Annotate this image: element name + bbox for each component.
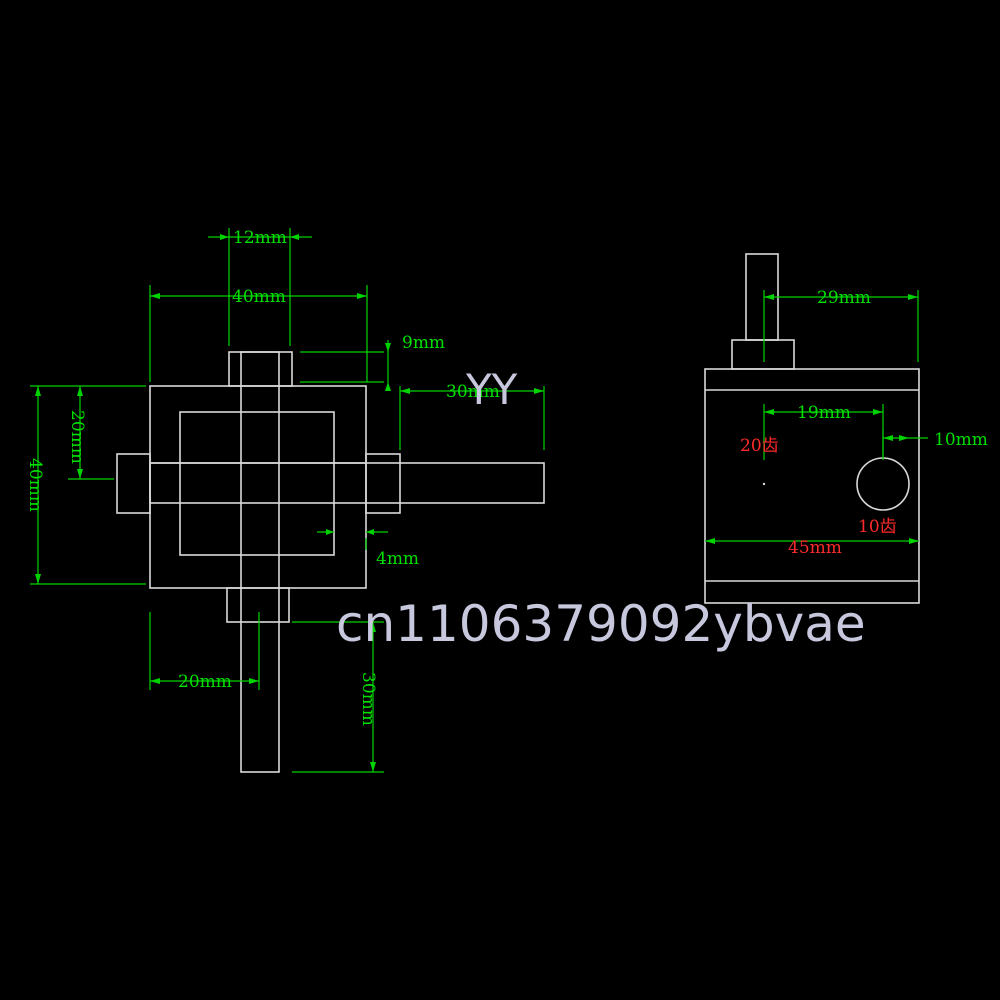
dim-left-offset: 20mm <box>67 410 87 464</box>
right-boss <box>365 453 401 514</box>
dim-body-width: 40mm <box>232 287 286 307</box>
inner-cavity <box>179 411 335 556</box>
watermark-large: cn1106379092ybvae <box>336 595 866 653</box>
dim-wall: 4mm <box>376 549 419 569</box>
left-boss <box>116 453 151 514</box>
dim-top-shaft-width: 12mm <box>233 228 287 248</box>
dim-bottom-offset: 20mm <box>178 672 232 692</box>
dim-body-height: 40mm <box>25 458 45 512</box>
gear-small-label: 10齿 <box>858 517 897 537</box>
side-view <box>704 253 920 604</box>
dim-gear-spacing: 19mm <box>797 403 851 423</box>
front-view <box>116 351 545 773</box>
front-dimensions: 12mm 40mm 9mm 30mm 20mm 4 <box>25 228 545 773</box>
dim-shaft-offset: 29mm <box>817 288 871 308</box>
horizontal-shaft <box>149 462 545 504</box>
small-gear-circle <box>856 457 910 511</box>
side-top-boss <box>731 339 795 370</box>
dim-bottom-shaft-length: 30mm <box>358 672 378 726</box>
dim-gear-radius: 10mm <box>934 430 988 450</box>
top-boss <box>228 351 293 387</box>
dim-top-boss-height: 9mm <box>402 333 445 353</box>
dim-body-length: 45mm <box>788 538 842 558</box>
side-body <box>704 368 920 604</box>
dim-right-shaft-length: 30mm <box>446 382 500 402</box>
large-gear-center <box>762 482 766 486</box>
gear-large-label: 20齿 <box>740 436 779 456</box>
vertical-shaft <box>240 351 280 773</box>
watermark-small: YY <box>465 365 518 414</box>
side-dimensions: 29mm 19mm 10mm 45mm 20齿 10齿 <box>705 288 988 558</box>
bottom-boss <box>226 587 290 623</box>
